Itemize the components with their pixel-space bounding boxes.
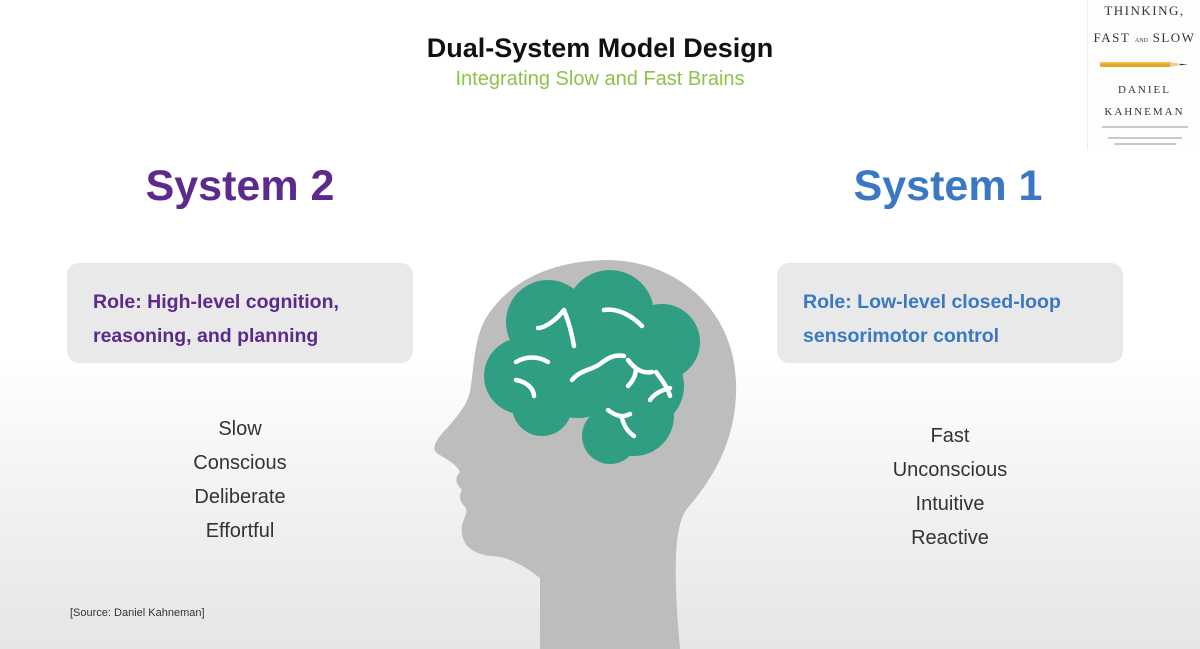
system2-trait: Deliberate — [194, 486, 286, 508]
brain-shape — [484, 270, 700, 464]
system1-heading: System 1 — [853, 162, 1043, 210]
system2-trait: Conscious — [193, 452, 287, 474]
source-citation: [Source: Daniel Kahneman] — [70, 607, 205, 619]
brain-folds — [513, 307, 673, 439]
system1-trait: Unconscious — [892, 459, 1008, 481]
slide-subtitle: Integrating Slow and Fast Brains — [455, 68, 745, 90]
system2-role-box: Role: High-level cognition, reasoning, a… — [67, 263, 413, 363]
system1-trait: Reactive — [911, 527, 989, 549]
system1-role-box: Role: Low-level closed-loop sensorimotor… — [777, 263, 1123, 363]
system2-trait: Slow — [218, 418, 262, 440]
system2-heading: System 2 — [145, 162, 335, 210]
book-fine-print — [1102, 126, 1188, 128]
system1-trait: Intuitive — [915, 493, 985, 515]
pencil-icon — [1100, 62, 1188, 67]
system2-traits-list: Slow Conscious Deliberate Effortful — [90, 412, 390, 548]
book-title-slow: SLOW — [1152, 30, 1196, 45]
book-author-last: KAHNEMAN — [1104, 106, 1185, 118]
head-brain-icon — [434, 260, 737, 649]
book-author-first: DANIEL — [1118, 84, 1171, 96]
book-title-line2: FAST AND SLOW — [1088, 30, 1200, 46]
book-title-line1: THINKING, — [1104, 3, 1185, 18]
slide-title: Dual-System Model Design — [426, 33, 774, 63]
book-fine-print — [1108, 137, 1182, 139]
system1-trait: Fast — [930, 425, 970, 447]
book-title-and: AND — [1134, 38, 1148, 44]
system2-trait: Effortful — [205, 520, 275, 542]
book-cover-image: THINKING, FAST AND SLOW DANIEL KAHNEMAN — [1087, 0, 1200, 150]
system1-traits-list: Fast Unconscious Intuitive Reactive — [800, 419, 1100, 555]
book-title-fast: FAST — [1093, 30, 1131, 45]
book-fine-print — [1114, 143, 1176, 145]
